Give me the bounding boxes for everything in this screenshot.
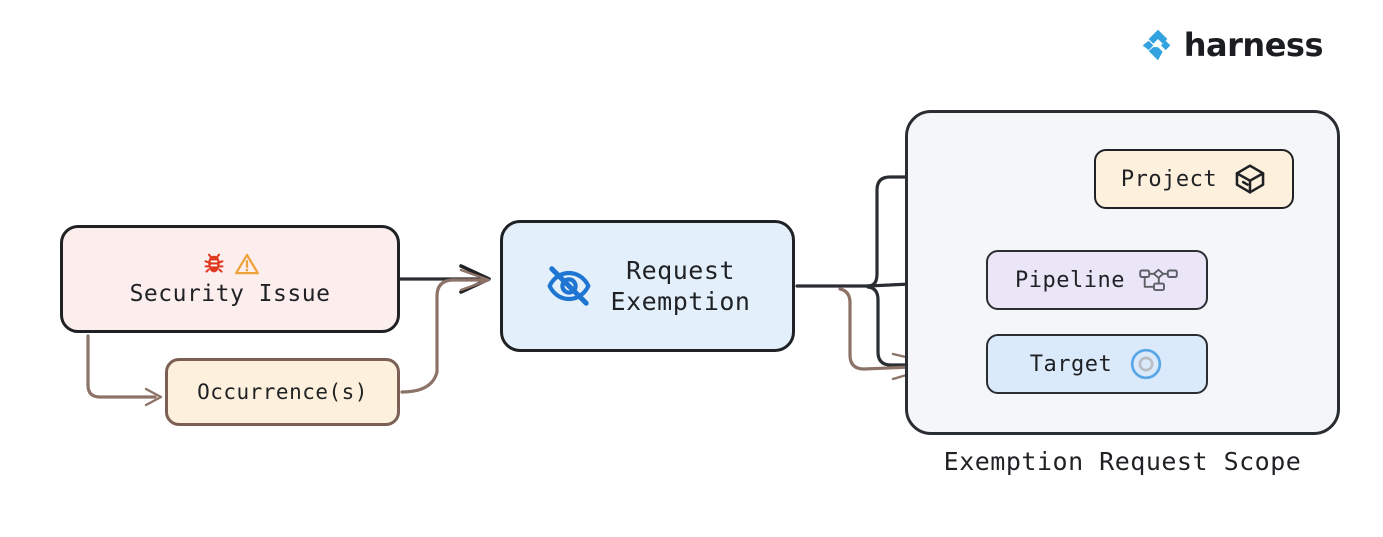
node-target[interactable]: Target xyxy=(986,334,1208,394)
arrowhead-security-to-request xyxy=(459,264,491,294)
harness-brand-logo: harness xyxy=(1141,26,1324,64)
pipeline-icon xyxy=(1139,268,1178,292)
harness-diamond-logo-icon xyxy=(1142,29,1171,61)
target-circle-icon xyxy=(1131,348,1162,380)
request-exemption-label-line2: Exemption xyxy=(610,287,751,316)
exemption-request-scope-caption: Exemption Request Scope xyxy=(943,447,1302,476)
eye-off-icon xyxy=(547,266,591,306)
edge-security-to-occurrences xyxy=(86,334,157,399)
edge-occurrences-to-request xyxy=(400,278,489,394)
pipeline-label: Pipeline xyxy=(1015,267,1125,293)
node-project[interactable]: Project xyxy=(1094,149,1294,209)
node-security-issue[interactable]: Security Issue xyxy=(60,225,400,333)
arrowhead-security-to-occurrences xyxy=(144,387,163,407)
security-issue-label: Security Issue xyxy=(129,281,331,307)
brand-name: harness xyxy=(1183,26,1324,64)
security-issue-icons xyxy=(201,251,260,277)
node-occurrences[interactable]: Occurrence(s) xyxy=(165,358,400,426)
occurrences-label: Occurrence(s) xyxy=(197,380,368,404)
target-label: Target xyxy=(1029,351,1113,377)
arrowhead-occurrences-to-request xyxy=(459,268,491,292)
cube-icon xyxy=(1235,164,1265,194)
node-pipeline[interactable]: Pipeline xyxy=(986,250,1208,310)
request-exemption-label: Request Exemption xyxy=(611,255,751,318)
node-request-exemption[interactable]: Request Exemption xyxy=(500,220,795,352)
bug-icon xyxy=(204,253,223,273)
warning-triangle-icon xyxy=(234,253,259,275)
request-exemption-label-line1: Request xyxy=(626,255,735,285)
project-label: Project xyxy=(1120,166,1218,192)
